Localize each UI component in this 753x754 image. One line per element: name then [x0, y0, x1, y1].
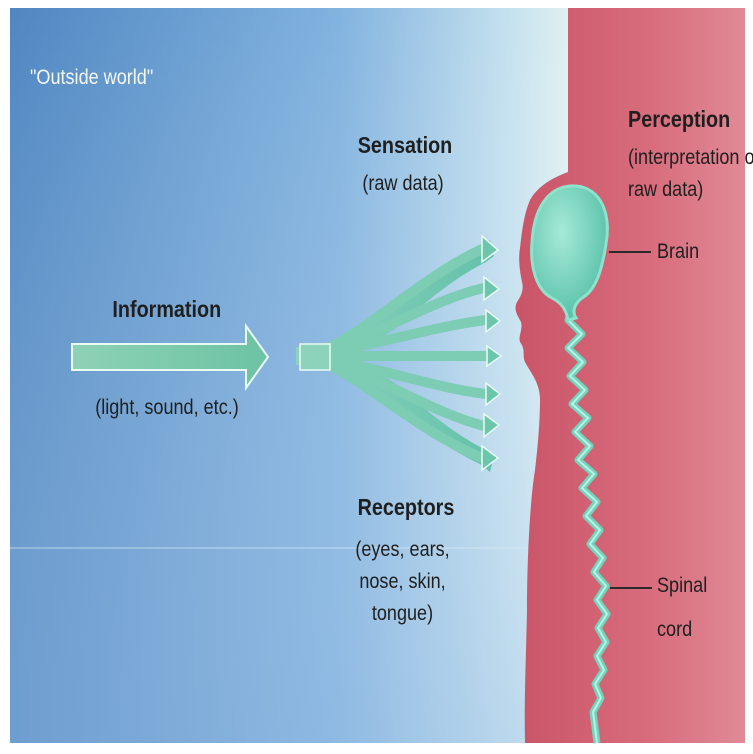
perception-detail-line-2: raw data) [628, 174, 703, 205]
information-detail: (light, sound, etc.) [85, 392, 248, 423]
sensation-title: Sensation [358, 132, 453, 159]
spinal-cord-label-line-2: cord [657, 614, 692, 645]
receptors-detail-line-3: tongue) [349, 598, 457, 629]
receptors-title: Receptors [354, 494, 457, 521]
perception-detail-line-1: (interpretation of [628, 142, 753, 173]
spinal-cord-label-line-1: Spinal [657, 570, 707, 601]
information-title: Information [112, 296, 215, 323]
receptors-detail-line-2: nose, skin, [349, 566, 457, 597]
brain-label: Brain [657, 236, 699, 267]
sensation-detail: (raw data) [356, 168, 451, 199]
outside-world-label: "Outside world" [30, 66, 153, 90]
perception-title: Perception [628, 106, 730, 133]
receptors-detail-line-1: (eyes, ears, [349, 534, 457, 565]
